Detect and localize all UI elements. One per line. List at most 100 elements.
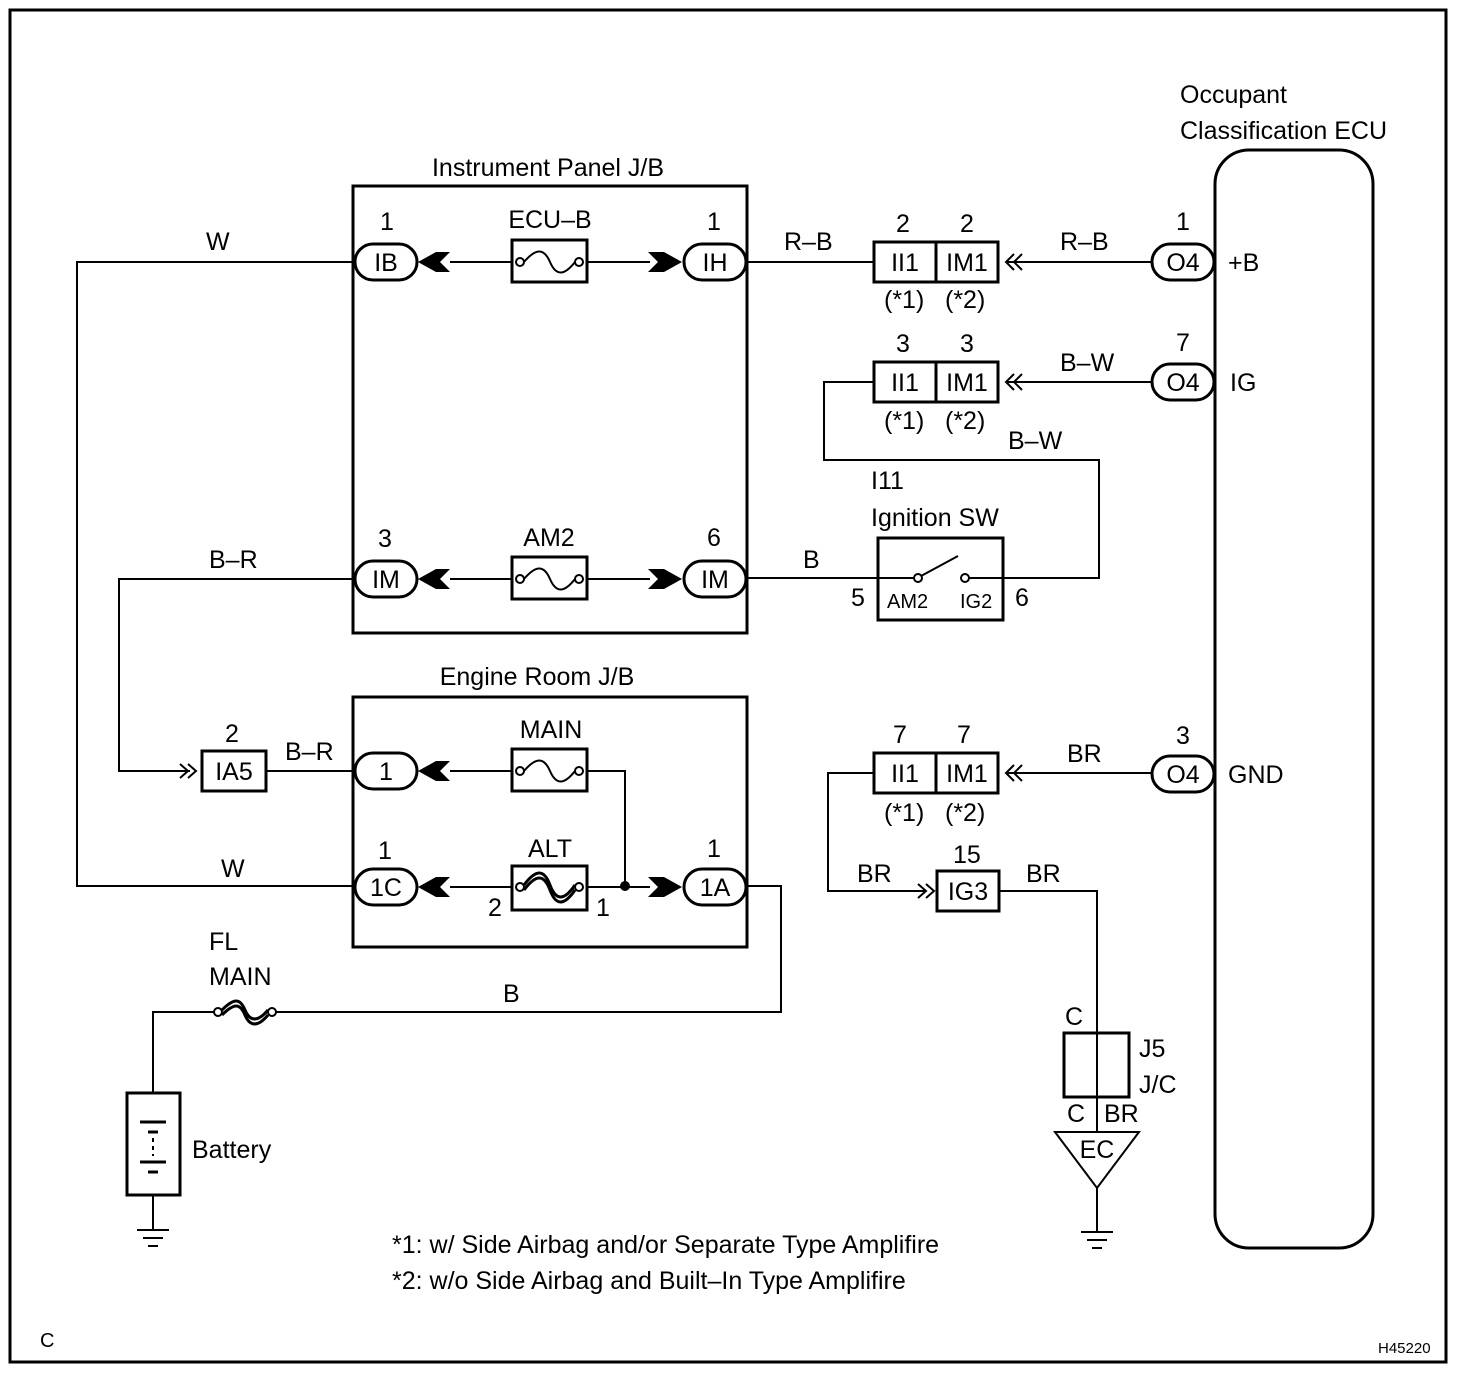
ec-ground-icon [1081, 1231, 1113, 1249]
wire-rb-right-label: R–B [1060, 228, 1109, 256]
instrument-panel-jb: Instrument Panel J/B 1 IB ECU–B 1 IH 3 I… [351, 154, 749, 635]
im-right-num: 6 [707, 524, 721, 552]
am2-fuse-label: AM2 [523, 524, 574, 552]
ecu-pin-ig-conn: O4 [1166, 369, 1199, 397]
1c-num: 1 [378, 837, 392, 865]
wire-b-r [118, 578, 355, 772]
im-left-label: IM [372, 566, 400, 594]
1c-terminal-icon [418, 877, 450, 897]
ecu-box [1213, 148, 1375, 1250]
ia5-label: IA5 [215, 758, 253, 786]
ecu-b-fuse-label: ECU–B [508, 206, 591, 234]
ignition-am2-label: AM2 [887, 591, 928, 613]
connector-block-row2: 3 3 II1 IM1 (*1) (*2) [872, 330, 1023, 435]
er-connector-1-label: 1 [379, 758, 393, 786]
ib-terminal-icon [418, 252, 450, 272]
wire-ia5-label: B–R [285, 738, 334, 766]
fl-main-line2: MAIN [209, 963, 272, 991]
ib-label: IB [374, 249, 398, 277]
row3-im1-connector [934, 751, 1000, 795]
jc-name: J/C [1139, 1071, 1177, 1099]
alt-pin-right: 1 [596, 894, 610, 922]
row1-note1: (*1) [884, 286, 924, 314]
row2-ii1-num: 3 [896, 330, 910, 358]
wire-rb-left-label: R–B [784, 228, 833, 256]
jc-ref: J5 [1139, 1035, 1165, 1063]
main-fuse-label: MAIN [520, 716, 583, 744]
row1-im1-connector [934, 240, 1000, 284]
note-2: *2: w/o Side Airbag and Built–In Type Am… [392, 1267, 906, 1295]
er-1-terminal-icon [418, 761, 450, 781]
wire-br-ig3-right-label: BR [1026, 860, 1061, 888]
connector-block-row3: 7 7 II1 IM1 (*1) (*2) [872, 721, 1023, 827]
row3-im1-num: 7 [957, 721, 971, 749]
row2-im1-connector [934, 360, 1000, 404]
row1-note2: (*2) [945, 286, 985, 314]
ig3-label: IG3 [948, 878, 988, 906]
er-jb-title: Engine Room J/B [440, 663, 635, 691]
jc-box [1062, 1031, 1131, 1099]
ignition-pin-right: 6 [1015, 584, 1029, 612]
fl-main-fusible-link-icon [213, 999, 277, 1026]
1a-num: 1 [707, 835, 721, 863]
battery-icon [125, 1091, 182, 1197]
wire-bw-loop [823, 381, 1100, 579]
diagram-frame [8, 8, 1448, 1364]
jc-top-label: C [1065, 1003, 1083, 1031]
ecu-pin-ig-num: 7 [1176, 329, 1190, 357]
wire-b-main [276, 885, 782, 1013]
im-right-label: IM [701, 566, 729, 594]
engine-room-jb: Engine Room J/B 1 MAIN 1 1C ALT 2 1 1 1A [351, 663, 749, 949]
im-right-terminal-icon [648, 569, 682, 589]
wire-bw-right-label: B–W [1060, 349, 1115, 377]
wire-w-bottom-label: W [221, 855, 245, 883]
wire-b-main-label: B [503, 980, 520, 1008]
ignition-switch-contact-icon [920, 555, 959, 577]
er-jb-box [351, 695, 749, 949]
wire-br-ec [999, 890, 1098, 1188]
corner-letter: C [40, 1330, 54, 1352]
row1-ii1-label: II1 [891, 249, 919, 277]
junction-dot [620, 881, 630, 891]
ecu-pin-b-conn: O4 [1166, 249, 1199, 277]
ignition-switch: I11 Ignition SW AM2 IG2 5 6 [851, 467, 1029, 622]
row3-ii1-label: II1 [891, 760, 919, 788]
ecu-pin-b-name: +B [1228, 249, 1259, 277]
row2-ii1-label: II1 [891, 369, 919, 397]
ia5-num: 2 [225, 720, 239, 748]
1c-label: 1C [370, 874, 402, 902]
ih-label: IH [703, 249, 728, 277]
1a-terminal-icon [648, 877, 682, 897]
ig3-num: 15 [953, 841, 981, 869]
row3-im1-label: IM1 [946, 760, 988, 788]
alt-pin-left: 2 [488, 894, 502, 922]
ip-jb-box [351, 184, 749, 635]
ignition-pin-left: 5 [851, 584, 865, 612]
ecu-pin-gnd-num: 3 [1176, 722, 1190, 750]
wire-w-top-label: W [206, 228, 230, 256]
wire-bw-loop-label: B–W [1008, 427, 1063, 455]
ignition-ref: I11 [871, 467, 904, 495]
ecu-title-line1: Occupant [1180, 81, 1287, 109]
ignition-title: Ignition SW [871, 504, 999, 532]
ih-num: 1 [707, 208, 721, 236]
junction-connector-j5: C J5 J/C C BR EC [1053, 1003, 1177, 1249]
row1-im1-num: 2 [960, 210, 974, 238]
figure-id: H45220 [1378, 1340, 1431, 1357]
row2-im1-num: 3 [960, 330, 974, 358]
ec-ground-point-icon [1053, 1131, 1141, 1190]
ecu-title-line2: Classification ECU [1180, 117, 1387, 145]
wire-b-r-label: B–R [209, 546, 258, 574]
battery-label: Battery [192, 1136, 272, 1164]
wire-b-ign-label: B [803, 546, 820, 574]
row3-ii1-num: 7 [893, 721, 907, 749]
ecu-pin-b-num: 1 [1176, 208, 1190, 236]
ia5-arrow-icon [179, 763, 198, 779]
note-1: *1: w/ Side Airbag and/or Separate Type … [392, 1231, 939, 1259]
alt-fuse-label: ALT [528, 835, 572, 863]
im-left-num: 3 [378, 525, 392, 553]
ib-num: 1 [380, 208, 394, 236]
wire-br-ec-label: BR [1104, 1100, 1139, 1128]
fl-main-line1: FL [209, 928, 238, 956]
